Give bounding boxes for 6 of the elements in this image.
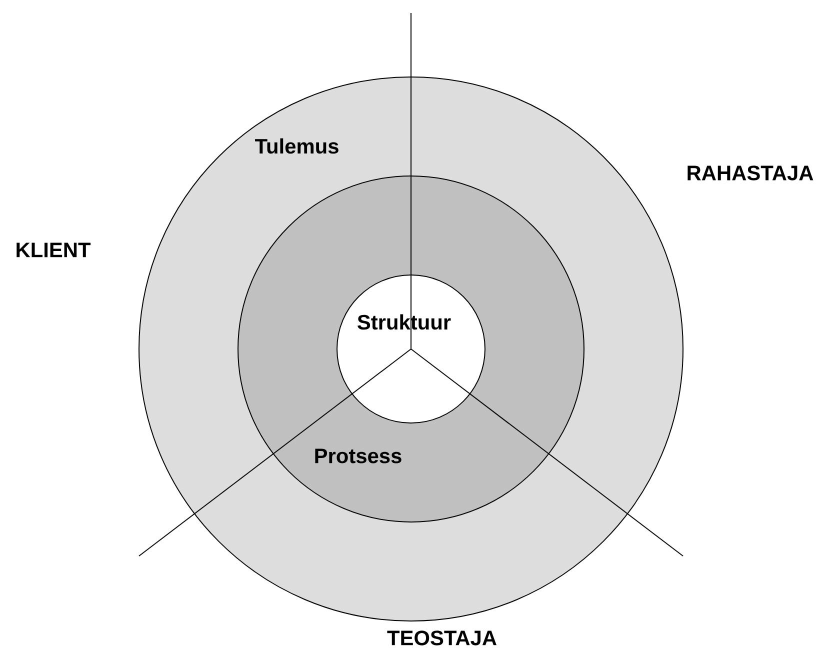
- ring-label: Tulemus: [255, 138, 338, 154]
- stakeholder-label: RAHASTAJA: [688, 166, 814, 180]
- stakeholder-label: TEOSTAJA: [387, 630, 496, 646]
- ring-label: Protsess: [315, 448, 402, 464]
- ring-circle: [336, 274, 486, 424]
- stakeholder-label: KLIENT: [16, 242, 91, 258]
